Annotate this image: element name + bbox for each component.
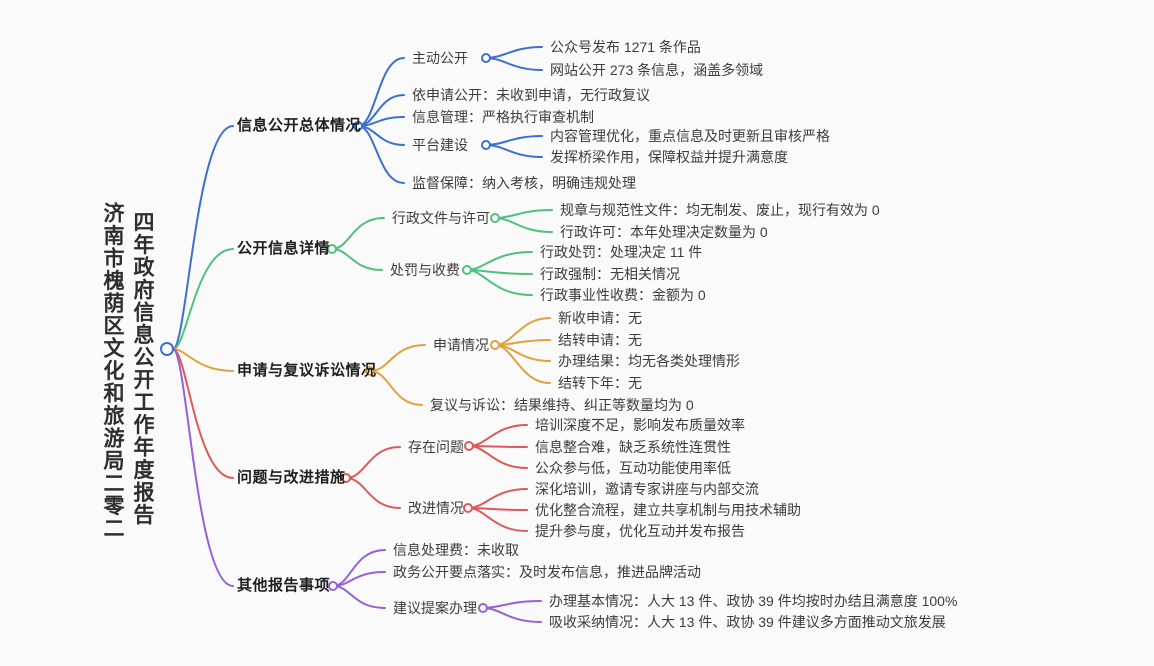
connector-line [485, 46, 543, 59]
leaf-shiyexing-shoufei[interactable]: 行政事业性收费：金额为 0 [540, 287, 706, 303]
connector-line [485, 144, 543, 158]
root-toggle-icon[interactable] [160, 342, 174, 356]
toggle-circle-icon[interactable] [481, 140, 491, 150]
node-pingtai-jianshe[interactable]: 平台建设 [412, 137, 468, 153]
connector-line [332, 549, 386, 587]
branch-4-label[interactable]: 问题与改进措施 [237, 469, 346, 486]
connector-line [345, 477, 401, 509]
node-toggles [160, 53, 500, 613]
node-chufa-shoufei[interactable]: 处罚与收费 [390, 262, 460, 278]
connector-line [468, 424, 528, 447]
leaf-xishou-caina[interactable]: 吸收采纳情况：人大 13 件、政协 39 件建议多方面推动文旅发展 [549, 614, 946, 630]
branch3-connectors [369, 317, 551, 406]
toggle-circle-icon[interactable] [463, 503, 473, 513]
leaf-xinshou-shenqing[interactable]: 新收申请：无 [558, 310, 642, 326]
toggle-circle-icon[interactable] [341, 473, 351, 483]
connector-line [172, 248, 234, 350]
node-wenjian-xuke[interactable]: 行政文件与许可 [392, 210, 490, 226]
connector-line [172, 348, 234, 479]
connector-line [369, 344, 426, 372]
connector-line [482, 607, 542, 623]
branch-5-label[interactable]: 其他报告事项 [237, 577, 331, 594]
connector-line [485, 57, 543, 71]
leaf-banli-jiben[interactable]: 办理基本情况：人大 13 件、政协 39 件均按时办结且满意度 100% [549, 593, 958, 609]
node-jiandu-baozhang[interactable]: 监督保障：纳入考核，明确违规处理 [412, 175, 636, 191]
leaf-jiezhuan-shenqing[interactable]: 结转申请：无 [558, 332, 642, 348]
root-title-column-2[interactable]: 四年政府信息公开工作年度报告 [131, 211, 154, 526]
branch-3-label[interactable]: 申请与复议诉讼情况 [237, 362, 377, 379]
leaf-neirong-guanli[interactable]: 内容管理优化，重点信息及时更新且审核严格 [550, 128, 830, 144]
leaf-wangzhan[interactable]: 网站公开 273 条信息，涵盖多领域 [550, 62, 764, 78]
leaf-xingzheng-xuke[interactable]: 行政许可：本年处理决定数量为 0 [560, 224, 768, 240]
connector-line [466, 251, 533, 271]
node-jianyi-tian[interactable]: 建议提案办理 [393, 600, 477, 616]
connector-line [494, 344, 551, 384]
node-yishenqing[interactable]: 依申请公开：未收到申请，无行政复议 [412, 87, 650, 103]
toggle-circle-icon[interactable] [481, 53, 491, 63]
connector-line [172, 125, 234, 350]
leaf-youhua-liucheng[interactable]: 优化整合流程，建立共享机制与用技术辅助 [535, 502, 801, 518]
leaf-shenhua-peixun[interactable]: 深化培训，邀请专家讲座与内部交流 [535, 481, 759, 497]
connector-line [332, 571, 386, 587]
connector-line [369, 370, 423, 406]
leaf-xinxi-zhenghe[interactable]: 信息整合难，缺乏系统性连贯性 [535, 439, 731, 455]
leaf-banli-jieguo[interactable]: 办理结果：均无各类处理情形 [558, 353, 740, 369]
connector-line [172, 348, 234, 587]
connector-line [494, 217, 553, 233]
node-cunzai-wenti[interactable]: 存在问题 [408, 439, 464, 455]
toggle-circle-icon[interactable] [462, 265, 472, 275]
connector-line [466, 269, 533, 296]
leaf-jiezhuan-xianian[interactable]: 结转下年：无 [558, 375, 642, 391]
leaf-qiaoliang[interactable]: 发挥桥梁作用，保障权益并提升满意度 [550, 149, 788, 165]
connector-line [468, 445, 528, 469]
leaf-gongzhong-canyu[interactable]: 公众参与低，互动功能使用率低 [535, 460, 731, 476]
node-yaodian-luoshi[interactable]: 政务公开要点落实：及时发布信息，推进品牌活动 [393, 564, 701, 580]
connector-line [485, 135, 543, 146]
toggle-circle-icon[interactable] [490, 213, 500, 223]
branch-2-label[interactable]: 公开信息详情 [237, 240, 331, 257]
leaf-xingzheng-qiangzhi[interactable]: 行政强制：无相关情况 [540, 266, 680, 282]
node-fuyi-susong[interactable]: 复议与诉讼：结果维持、纠正等数量均为 0 [430, 397, 694, 413]
toggle-circle-icon[interactable] [478, 603, 488, 613]
connector-line [357, 57, 405, 127]
connector-line [331, 248, 383, 271]
toggle-circle-icon[interactable] [365, 366, 375, 376]
node-xinxi-guanli[interactable]: 信息管理：严格执行审查机制 [412, 109, 594, 125]
toggle-circle-icon[interactable] [490, 340, 500, 350]
connector-line [482, 600, 542, 609]
leaf-peixun-shendu[interactable]: 培训深度不足，影响发布质量效率 [535, 417, 745, 433]
toggle-circle-icon[interactable] [327, 244, 337, 254]
connector-line [331, 217, 385, 250]
node-shenqing-qingkuang[interactable]: 申请情况 [433, 337, 489, 353]
toggle-circle-icon[interactable] [328, 581, 338, 591]
connector-line [172, 348, 234, 372]
branch-1-label[interactable]: 信息公开总体情况 [237, 117, 362, 134]
node-zhudong-gongkai[interactable]: 主动公开 [412, 50, 468, 66]
connector-line [332, 585, 386, 609]
connector-line [357, 125, 405, 184]
toggle-circle-icon[interactable] [464, 441, 474, 451]
leaf-guizhang[interactable]: 规章与规范性文件：均无制发、废止，现行有效为 0 [560, 202, 880, 218]
connector-line [494, 209, 553, 219]
leaf-xingzheng-chufa[interactable]: 行政处罚：处理决定 11 件 [540, 244, 703, 260]
connector-line [467, 507, 528, 532]
leaf-gongzhonghao[interactable]: 公众号发布 1271 条作品 [550, 39, 701, 55]
root-connectors [172, 125, 234, 587]
root-title-column-1[interactable]: 济南市槐荫区文化和旅游局二零二 [101, 202, 124, 540]
node-gaijin-qingkuang[interactable]: 改进情况 [408, 500, 464, 516]
leaf-tisheng-canyudu[interactable]: 提升参与度，优化互动并发布报告 [535, 523, 745, 539]
toggle-circle-icon[interactable] [353, 121, 363, 131]
node-xinxi-chulifei[interactable]: 信息处理费：未收取 [393, 542, 519, 558]
connector-line [467, 488, 528, 509]
connector-line [345, 446, 401, 479]
